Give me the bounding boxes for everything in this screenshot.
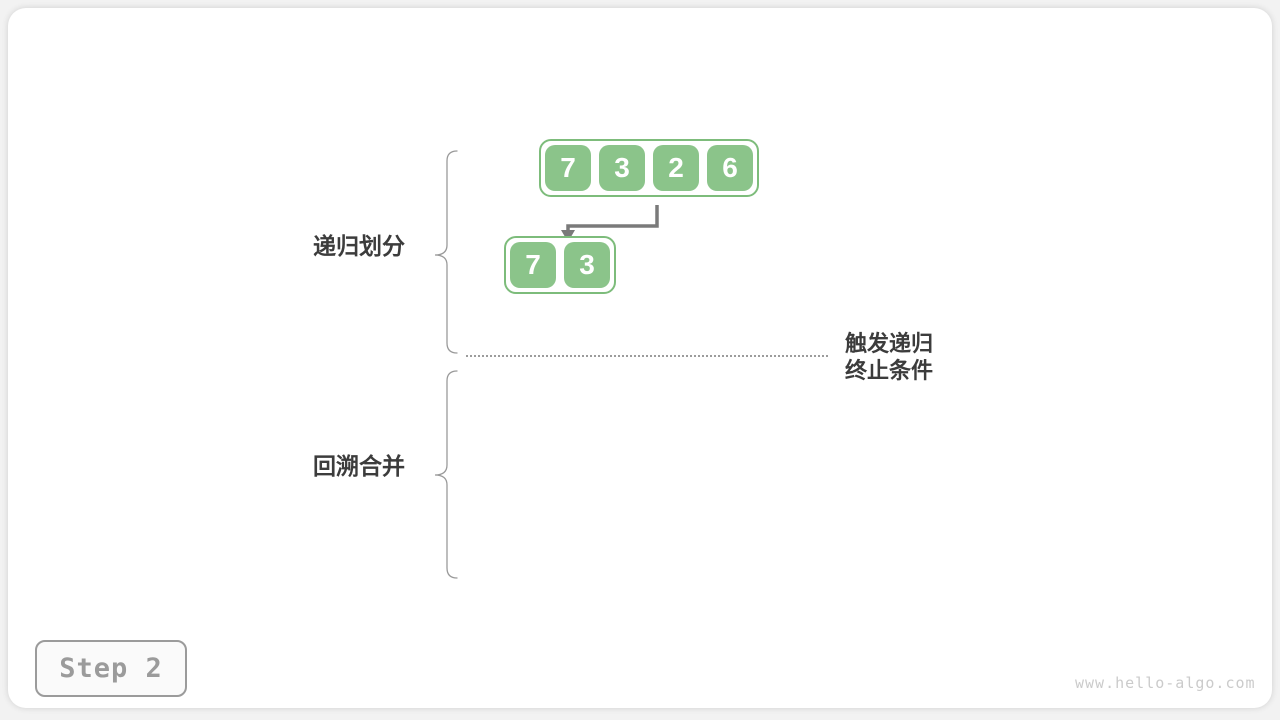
termination-annotation: 触发递归 终止条件 bbox=[845, 330, 933, 384]
array-cell: 7 bbox=[510, 242, 556, 288]
array-cell: 2 bbox=[653, 145, 699, 191]
annotation-line2: 终止条件 bbox=[845, 358, 934, 383]
phase-label-divide: 递归划分 bbox=[313, 233, 405, 259]
watermark: www.hello-algo.com bbox=[1075, 674, 1256, 692]
array-level-2: 7 3 bbox=[504, 236, 616, 294]
array-level-1: 7 3 2 6 bbox=[539, 139, 759, 197]
step-badge-label: Step 2 bbox=[59, 653, 163, 684]
brace-divide-icon bbox=[434, 150, 458, 354]
annotation-line1: 触发递归 bbox=[845, 331, 934, 356]
array-cell: 3 bbox=[564, 242, 610, 288]
step-badge: Step 2 bbox=[35, 640, 187, 697]
array-cell: 6 bbox=[707, 145, 753, 191]
recursion-boundary-line bbox=[466, 355, 828, 357]
phase-label-merge: 回溯合并 bbox=[313, 453, 405, 479]
phase-braces bbox=[434, 150, 458, 579]
array-cell: 7 bbox=[545, 145, 591, 191]
figure-card: 递归划分 回溯合并 7 3 2 6 7 3 触发递归 终止条件 bbox=[8, 8, 1272, 708]
brace-merge-icon bbox=[434, 370, 458, 579]
array-cell: 3 bbox=[599, 145, 645, 191]
